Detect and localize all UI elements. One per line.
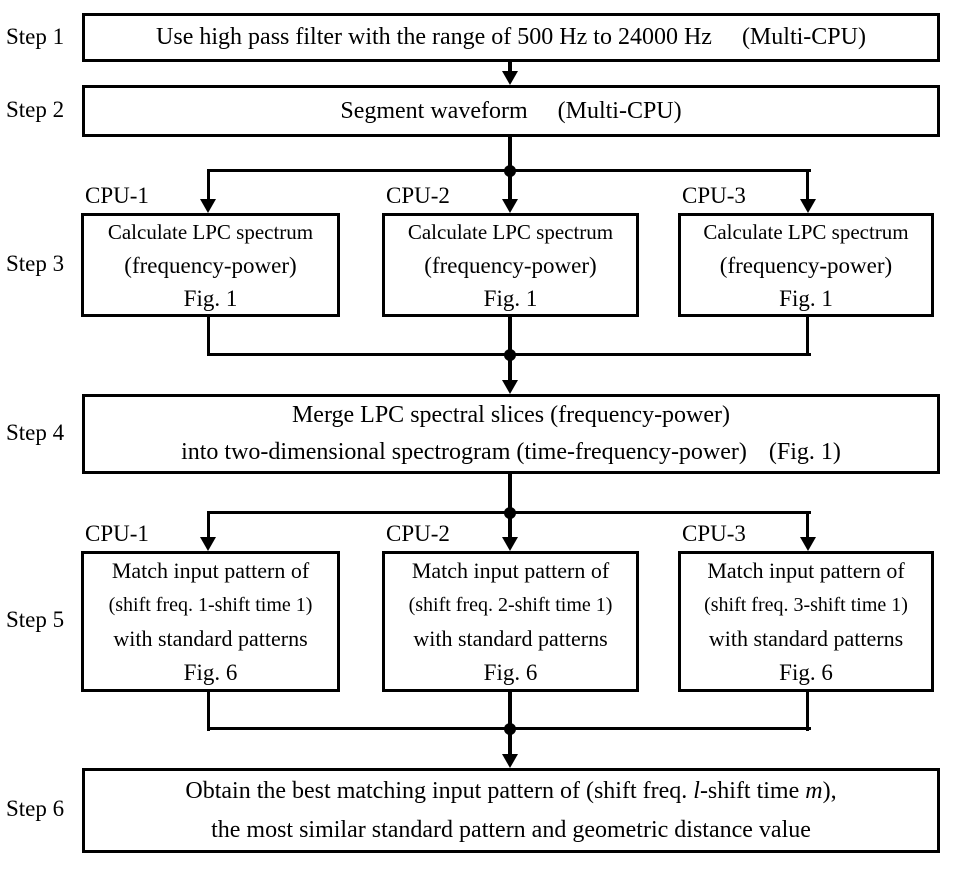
step2-text: Segment waveform — [340, 97, 528, 124]
step3-box2-line1: Calculate LPC spectrum — [407, 219, 614, 244]
step5-box1-line4: Fig. 6 — [183, 659, 238, 685]
step2-box: Segment waveform (Multi-CPU) — [82, 85, 940, 137]
arrowhead-into-step3-box2 — [502, 199, 518, 213]
step6-line2: the most similar standard pattern and ge… — [211, 816, 811, 843]
step1-text-line: Use high pass filter with the range of 5… — [156, 24, 866, 51]
step5-box2-line4: Fig. 6 — [483, 659, 538, 685]
step6-var-l: l — [693, 777, 700, 804]
junction-dot-3 — [504, 507, 516, 519]
arrowhead-into-step3-box3 — [800, 199, 816, 213]
step5-box3-line3: with standard patterns — [708, 625, 904, 651]
step2-cpu-tag: (Multi-CPU) — [557, 97, 682, 124]
merge-left-1 — [207, 317, 210, 356]
merge-right-2 — [806, 692, 809, 731]
step5-box-3: Match input pattern of (shift freq. 3-sh… — [678, 551, 934, 692]
arrowhead-into-step4 — [502, 380, 518, 394]
step3-box-3: Calculate LPC spectrum (frequency-power)… — [678, 213, 934, 317]
cpu-label-step3-3: CPU-3 — [682, 183, 746, 208]
step4-line1: Merge LPC spectral slices (frequency-pow… — [291, 402, 731, 428]
cpu-label-step5-1: CPU-1 — [85, 521, 149, 546]
step5-box-2: Match input pattern of (shift freq. 2-sh… — [382, 551, 639, 692]
step4-box: Merge LPC spectral slices (frequency-pow… — [82, 394, 940, 474]
junction-dot-1 — [504, 165, 516, 177]
step3-box3-line2: (frequency-power) — [719, 252, 893, 278]
junction-dot-4 — [504, 723, 516, 735]
step4-fig-tag: (Fig. 1) — [768, 439, 841, 465]
step3-box-2: Calculate LPC spectrum (frequency-power)… — [382, 213, 639, 317]
step5-box3-line2: (shift freq. 3-shift time 1) — [704, 593, 908, 616]
step3-box1-line3: Fig. 1 — [183, 285, 238, 311]
step4-line2: into two-dimensional spectrogram (time-f… — [181, 439, 747, 465]
step5-box2-line3: with standard patterns — [413, 625, 608, 651]
step6-line1-post: ), — [822, 777, 837, 804]
branch-right-1 — [806, 169, 809, 201]
step3-box3-line1: Calculate LPC spectrum — [703, 219, 909, 244]
step3-box2-line2: (frequency-power) — [424, 252, 597, 278]
step5-box2-line2: (shift freq. 2-shift time 1) — [408, 593, 613, 616]
step5-box-1: Match input pattern of (shift freq. 1-sh… — [81, 551, 340, 692]
step-label-1: Step 1 — [6, 24, 65, 49]
branch-left-1 — [207, 169, 210, 201]
cpu-label-step3-2: CPU-2 — [386, 183, 450, 208]
connector-step1-step2 — [508, 62, 512, 74]
step1-text: Use high pass filter with the range of 5… — [156, 24, 712, 50]
cpu-label-step5-3: CPU-3 — [682, 521, 746, 546]
step-label-4: Step 4 — [6, 420, 65, 445]
step3-box1-line1: Calculate LPC spectrum — [107, 219, 314, 244]
step-label-6: Step 6 — [6, 796, 65, 821]
connector-step4-stem — [508, 474, 512, 539]
cpu-label-step5-2: CPU-2 — [386, 521, 450, 546]
step6-line1-pre: Obtain the best matching input pattern o… — [185, 777, 694, 804]
step5-box2-line1: Match input pattern of — [411, 557, 610, 583]
arrowhead-into-step6 — [502, 754, 518, 768]
merge-right-1 — [806, 317, 809, 356]
arrowhead-into-step3-box1 — [200, 199, 216, 213]
branch-left-2 — [207, 511, 210, 540]
step5-box1-line2: (shift freq. 1-shift time 1) — [108, 593, 313, 616]
step5-box1-line3: with standard patterns — [113, 625, 308, 651]
step-label-2: Step 2 — [6, 97, 65, 122]
step4-line2-wrap: into two-dimensional spectrogram (time-f… — [181, 434, 841, 471]
branch-right-2 — [806, 511, 809, 540]
merge-left-2 — [207, 692, 210, 731]
arrowhead-into-step5-box3 — [800, 537, 816, 551]
arrowhead-into-step5-box2 — [502, 537, 518, 551]
step6-line1-mid: -shift time — [699, 777, 806, 804]
step1-box: Use high pass filter with the range of 5… — [82, 13, 940, 62]
arrowhead-into-step2 — [502, 71, 518, 85]
arrowhead-into-step5-box1 — [200, 537, 216, 551]
step3-box-1: Calculate LPC spectrum (frequency-power)… — [81, 213, 340, 317]
step5-box3-line4: Fig. 6 — [779, 659, 833, 685]
step6-line1: Obtain the best matching input pattern o… — [185, 772, 836, 811]
step3-box1-line2: (frequency-power) — [124, 252, 297, 278]
step6-box: Obtain the best matching input pattern o… — [82, 768, 940, 853]
step6-var-m: m — [805, 777, 823, 804]
junction-dot-2 — [504, 349, 516, 361]
step1-cpu-tag: (Multi-CPU) — [741, 24, 866, 50]
step-label-5: Step 5 — [6, 607, 65, 632]
step5-box1-line1: Match input pattern of — [111, 557, 310, 583]
step5-box3-line1: Match input pattern of — [707, 557, 905, 583]
step-label-3: Step 3 — [6, 251, 65, 276]
cpu-label-step3-1: CPU-1 — [85, 183, 149, 208]
step2-text-line: Segment waveform (Multi-CPU) — [340, 98, 681, 125]
step3-box2-line3: Fig. 1 — [483, 285, 538, 311]
step3-box3-line3: Fig. 1 — [779, 285, 833, 311]
